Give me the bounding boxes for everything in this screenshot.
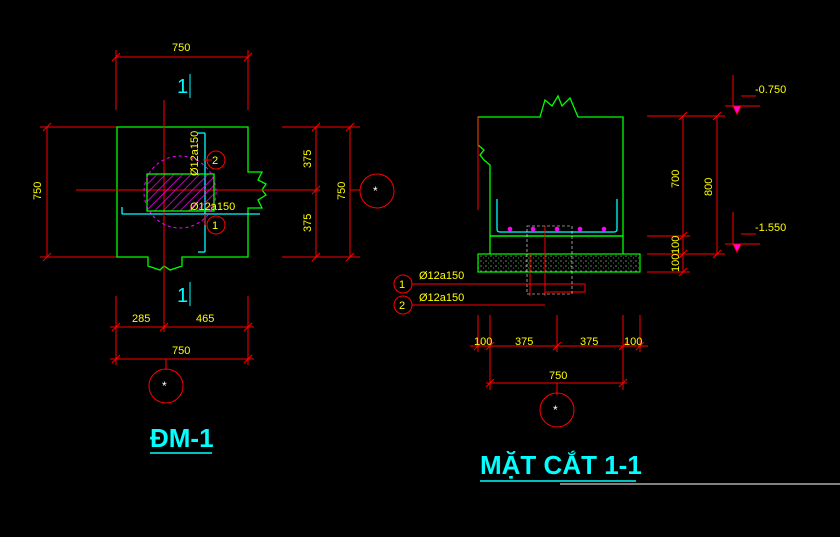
section-dim-b-left: 100 (474, 336, 492, 348)
section-bubble-2: 2 (393, 295, 413, 315)
plan-detail-circle (143, 155, 217, 229)
plan-bubble-2: 2 (206, 150, 226, 170)
section-lean-concrete (477, 253, 641, 273)
section-title: MẶT CẮT 1-1 (480, 450, 642, 480)
section-level-top: -0.750 (725, 75, 786, 116)
plan-dim-bottom-right: 465 (196, 313, 214, 325)
section-dim-b-mid2: 375 (580, 336, 598, 348)
plan-title: ĐM-1 (150, 423, 214, 453)
plan-grid-bubble-bottom: * (148, 368, 184, 404)
svg-text:2: 2 (399, 300, 405, 312)
plan-rebar-label-2: Ø12a150 (189, 131, 201, 176)
plan-rebar-label-1: Ø12a150 (190, 201, 235, 213)
plan-dim-left: 750 (32, 122, 118, 262)
section-footing-outline (477, 94, 624, 237)
plan-dim-right-upper: 375 (302, 150, 314, 168)
svg-text:1: 1 (212, 220, 218, 232)
plan-dim-bottom-total: 750 (172, 345, 190, 357)
plan-bubble-1: 1 (206, 215, 226, 235)
svg-text:*: * (553, 403, 558, 417)
section-rebar-dots (507, 226, 607, 232)
section-dim-700: 700 (670, 170, 682, 188)
section-dim-100-b: 100 (670, 254, 682, 272)
section-dim-800: 800 (703, 178, 715, 196)
section-leader-lines (525, 226, 586, 296)
svg-text:*: * (162, 379, 167, 393)
section-rebar-label-2: Ø12a150 (419, 292, 464, 304)
section-dim-b-right: 100 (624, 336, 642, 348)
section-dim-100-a: 100 (670, 236, 682, 254)
plan-footing-outline (116, 126, 267, 271)
section-rebar-label-1: Ø12a150 (419, 270, 464, 282)
plan-column-hatch (146, 173, 215, 212)
plan-view: 750 1 750 Ø12a150 (32, 42, 395, 454)
section-detail-box (526, 225, 573, 295)
plan-dim-top: 750 (111, 42, 253, 110)
section-dim-bottom: 100 375 375 100 750 (470, 315, 648, 395)
plan-dim-bottom: 285 465 750 (110, 296, 254, 370)
plan-dim-right-total: 750 (336, 182, 348, 200)
svg-text:*: * (373, 184, 378, 198)
plan-section-marker-top: 1 (177, 76, 188, 98)
section-rebar-u (496, 199, 618, 233)
plan-dim-right: 375 375 750 (282, 122, 360, 262)
svg-text:1: 1 (399, 279, 405, 291)
section-dim-b-mid1: 375 (515, 336, 533, 348)
section-bubble-1: 1 (393, 274, 413, 294)
section-dim-right: 700 800 100 100 (647, 111, 725, 277)
svg-text:-0.750: -0.750 (755, 84, 786, 96)
svg-text:2: 2 (212, 155, 218, 167)
plan-dim-bottom-left: 285 (132, 313, 150, 325)
section-level-bottom: -1.550 (725, 212, 786, 254)
section-grid-bubble-bottom: * (539, 392, 575, 428)
plan-grid-bubble-right: * (359, 173, 395, 209)
plan-dim-top-label: 750 (172, 42, 190, 54)
svg-text:-1.550: -1.550 (755, 222, 786, 234)
section-dim-b-total: 750 (549, 370, 567, 382)
plan-dim-right-lower: 375 (302, 214, 314, 232)
section-view: 1 Ø12a150 2 Ø12a150 700 800 100 10 (393, 75, 840, 485)
plan-section-marker-bottom: 1 (177, 285, 188, 307)
plan-dim-left-label: 750 (32, 182, 44, 200)
